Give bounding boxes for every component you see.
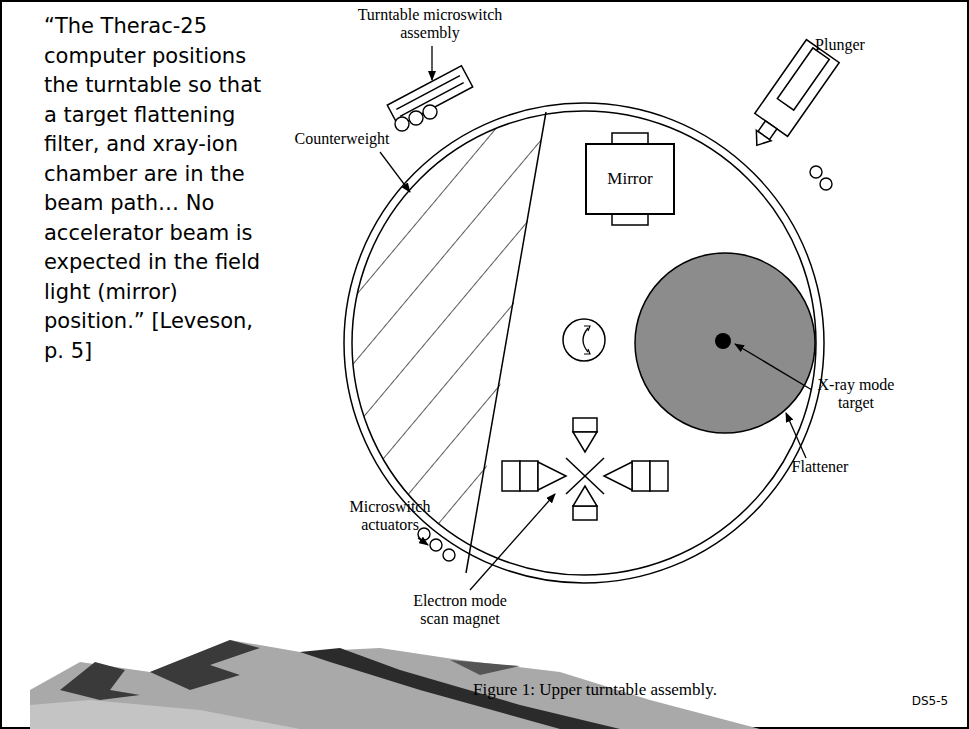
part-label: X-ray mode target <box>806 376 906 412</box>
part-label: Flattener <box>775 458 865 476</box>
mirror-box: Mirror <box>585 143 675 215</box>
slide-number: DS5-5 <box>900 694 960 708</box>
figure-caption: Figure 1: Upper turntable assembly. <box>380 680 810 700</box>
part-label: Counterweight <box>282 130 402 148</box>
part-label: Microswitch actuators <box>340 498 440 534</box>
part-label: Turntable microswitch assembly <box>345 6 515 42</box>
part-label: Mirror <box>607 169 652 189</box>
part-label: Electron mode scan magnet <box>400 592 520 628</box>
part-label: Plunger <box>800 36 880 54</box>
quote-text: “The Therac-25 computer positions the tu… <box>44 12 266 366</box>
